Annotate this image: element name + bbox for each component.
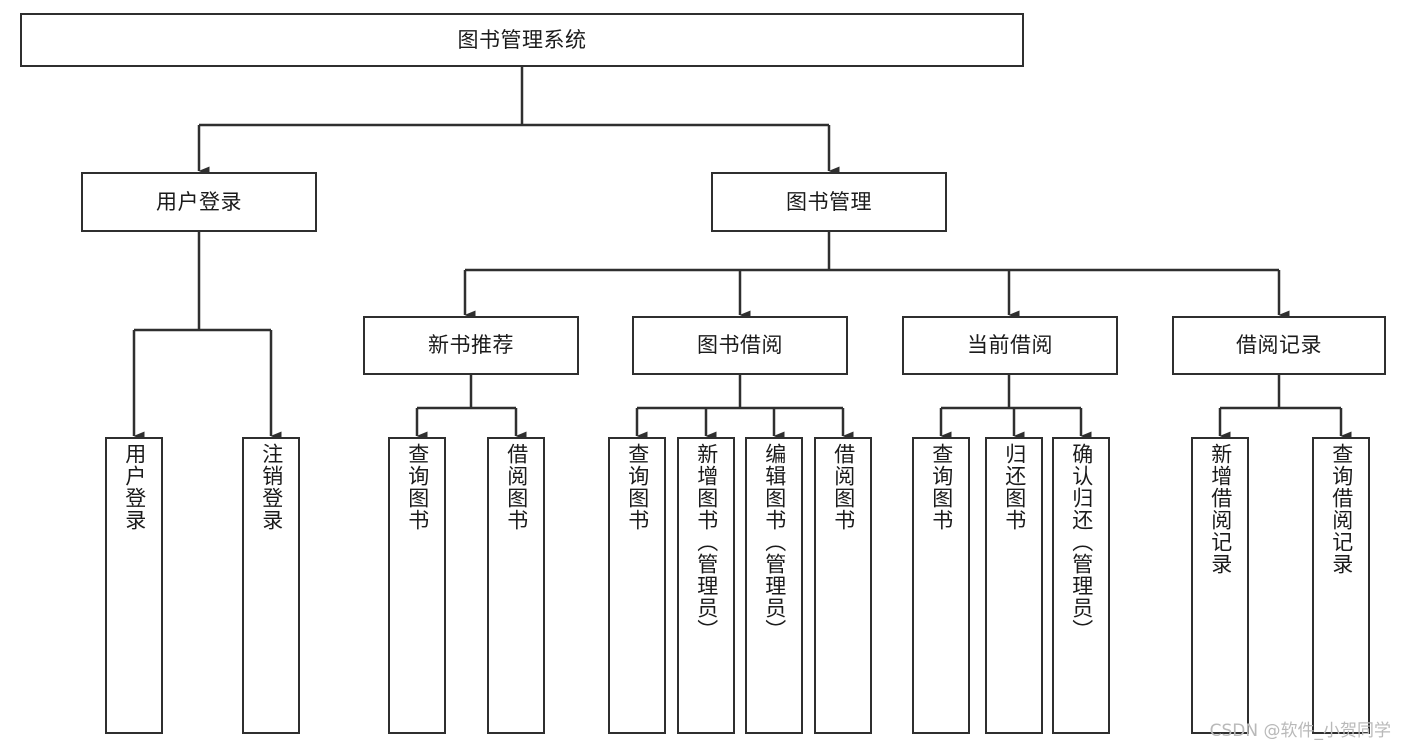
node-borrow-record-label: 借阅记录: [1236, 333, 1322, 358]
leaf-node-leaf-add-book[interactable]: 新增图书（管理员）: [677, 437, 735, 734]
node-root[interactable]: 图书管理系统: [20, 13, 1024, 67]
leaf-node-leaf-query-book-1[interactable]: 查询图书: [388, 437, 446, 734]
leaf-node-leaf-user-logout[interactable]: 注销登录: [242, 437, 300, 734]
leaf-node-leaf-query-book-2[interactable]: 查询图书: [608, 437, 666, 734]
node-new-book-recommend[interactable]: 新书推荐: [363, 316, 579, 375]
leaf-node-leaf-edit-book[interactable]: 编辑图书（管理员）: [745, 437, 803, 734]
node-book-management-label: 图书管理: [786, 189, 872, 214]
node-current-borrow[interactable]: 当前借阅: [902, 316, 1118, 375]
node-user-login-label: 用户登录: [156, 189, 242, 214]
leaf-node-leaf-borrow-book-1[interactable]: 借阅图书: [487, 437, 545, 734]
leaf-node-leaf-query-book-3[interactable]: 查询图书: [912, 437, 970, 734]
leaf-node-leaf-user-login-label: 用户登录: [122, 443, 147, 531]
node-borrow-record[interactable]: 借阅记录: [1172, 316, 1386, 375]
leaf-node-leaf-add-book-label: 新增图书（管理员）: [694, 443, 719, 641]
leaf-node-leaf-confirm-return[interactable]: 确认归还（管理员）: [1052, 437, 1110, 734]
leaf-node-leaf-user-logout-label: 注销登录: [259, 443, 284, 531]
leaf-node-leaf-return-book[interactable]: 归还图书: [985, 437, 1043, 734]
leaf-node-leaf-user-login[interactable]: 用户登录: [105, 437, 163, 734]
leaf-node-leaf-query-book-2-label: 查询图书: [625, 443, 650, 531]
leaf-node-leaf-return-book-label: 归还图书: [1002, 443, 1027, 531]
leaf-node-leaf-query-record-label: 查询借阅记录: [1329, 443, 1354, 575]
node-root-label: 图书管理系统: [457, 27, 587, 52]
leaf-node-leaf-query-book-1-label: 查询图书: [405, 443, 430, 531]
node-book-management[interactable]: 图书管理: [711, 172, 947, 232]
node-new-book-recommend-label: 新书推荐: [428, 333, 514, 358]
leaf-node-leaf-add-record-label: 新增借阅记录: [1208, 443, 1233, 575]
leaf-node-leaf-confirm-return-label: 确认归还（管理员）: [1069, 443, 1094, 641]
csdn-watermark: CSDN @软件_小贺同学: [1209, 721, 1391, 741]
node-current-borrow-label: 当前借阅: [967, 333, 1053, 358]
leaf-node-leaf-borrow-book-2-label: 借阅图书: [831, 443, 856, 531]
leaf-node-leaf-query-record[interactable]: 查询借阅记录: [1312, 437, 1370, 734]
leaf-node-leaf-borrow-book-2[interactable]: 借阅图书: [814, 437, 872, 734]
leaf-node-leaf-query-book-3-label: 查询图书: [929, 443, 954, 531]
leaf-node-leaf-edit-book-label: 编辑图书（管理员）: [762, 443, 787, 641]
leaf-node-leaf-borrow-book-1-label: 借阅图书: [504, 443, 529, 531]
leaf-node-leaf-add-record[interactable]: 新增借阅记录: [1191, 437, 1249, 734]
node-user-login[interactable]: 用户登录: [81, 172, 317, 232]
node-book-borrow-label: 图书借阅: [697, 333, 783, 358]
node-book-borrow[interactable]: 图书借阅: [632, 316, 848, 375]
